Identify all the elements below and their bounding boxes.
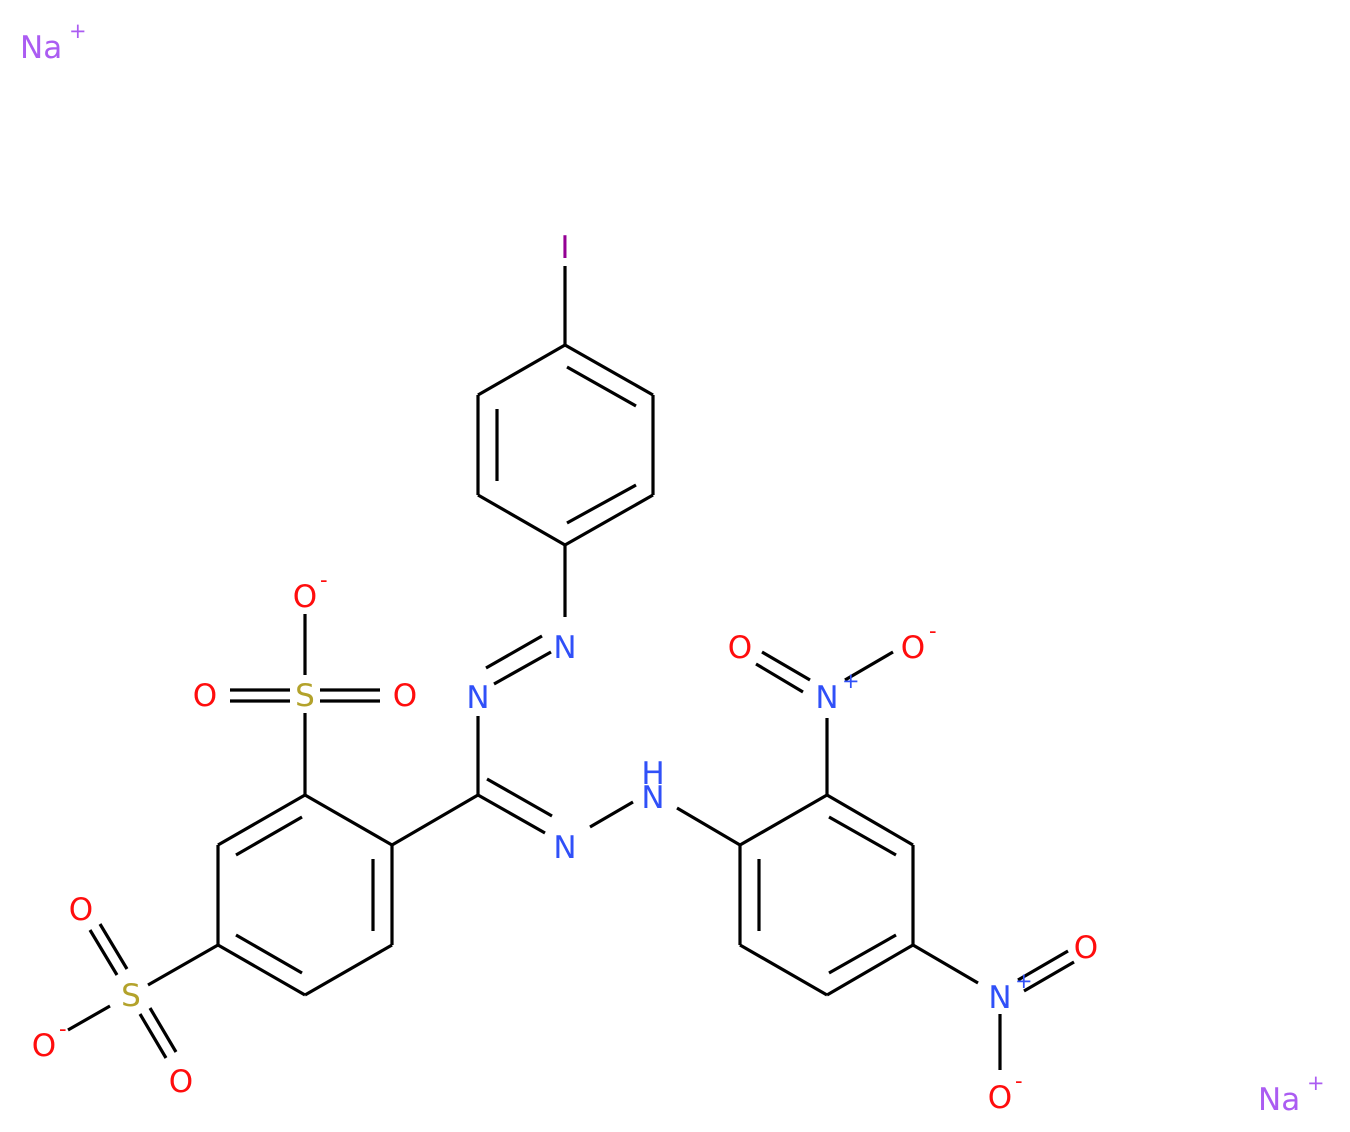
iodine-atom-label: I [560, 230, 569, 266]
bond-ring1-c-inner [566, 483, 637, 525]
oxygen-atom-label: O [193, 678, 217, 714]
bond-ring1-c [564, 493, 654, 547]
bond-ring3-nitro2 [912, 943, 979, 985]
atom-labels: Na + Na + I N N N N H S O - O O S O O - … [20, 19, 1325, 1118]
sodium-ion-charge: + [1307, 1071, 1325, 1095]
oxygen-atom-label: O [293, 579, 317, 615]
oxygen-charge: - [929, 619, 937, 643]
bond-ring2-b-inner [235, 815, 303, 857]
bond-ring1-a [564, 343, 654, 397]
bond-s2-o-top-b [98, 923, 129, 970]
bond-nitro2-o-right-b [1023, 960, 1075, 993]
bond-c-ring2 [391, 793, 479, 847]
nitrogen-atom-label: N [553, 830, 576, 866]
bond-nitro2-o-right-a [1017, 949, 1069, 982]
oxygen-atom-label: O [901, 630, 925, 666]
oxygen-atom-label: O [728, 630, 752, 666]
bond-nitro1-o-left-a [761, 650, 811, 682]
nitrogen-atom-label: N [466, 680, 489, 716]
nitrogen-atom-label: N [553, 630, 576, 666]
sodium-ion-charge: + [69, 19, 87, 43]
bond-s2-o-bottom-a [138, 1013, 168, 1059]
bond-ring2-a [304, 793, 393, 847]
bond-ring1-a-inner [566, 365, 637, 408]
oxygen-charge: - [320, 568, 328, 592]
oxygen-atom-label: O [988, 1080, 1012, 1116]
oxygen-atom-label: O [393, 678, 417, 714]
sodium-ion-label: Na [20, 30, 62, 66]
oxygen-atom-label: O [32, 1028, 56, 1064]
bond-c-n-double-a [477, 793, 546, 835]
bond-ring3-e [739, 943, 828, 997]
bond-azo-double-a [493, 650, 552, 686]
bond-ring2-e [304, 943, 393, 997]
sulfur-atom-label: S [121, 978, 141, 1014]
bond-s2-o-bottom-b [148, 1007, 178, 1053]
bond-ring2-d-inner [235, 933, 303, 975]
nitrogen-charge: + [842, 669, 860, 693]
oxygen-atom-label: O [1074, 930, 1098, 966]
nitrogen-atom-label: N [988, 980, 1011, 1016]
bond-nitro1-o-minus [844, 650, 894, 682]
bond-ring3-b-inner [828, 815, 897, 857]
sulfur-atom-label: S [295, 678, 315, 714]
nitrogen-atom-label: N [815, 680, 838, 716]
bond-ring3-b [826, 793, 914, 847]
bond-ring3-d [826, 943, 914, 997]
oxygen-charge: - [1015, 1069, 1023, 1093]
nitrogen-atom-label: N [641, 780, 664, 816]
bond-s2-o-top-a [88, 929, 119, 976]
bond-azo-double-b [485, 634, 543, 670]
bonds [67, 266, 1075, 1070]
oxygen-atom-label: O [169, 1064, 193, 1100]
hydrogen-atom-label: H [641, 756, 664, 792]
bond-nh-c [676, 806, 741, 847]
bond-n-nh [589, 800, 634, 829]
bond-ring3-a [739, 793, 828, 847]
bond-ring3-d-inner [828, 933, 897, 975]
bond-ring2-s2 [147, 943, 219, 987]
bond-c-n-double-b [486, 777, 553, 818]
bond-ring2-b [217, 793, 306, 847]
sodium-ion-label: Na [1258, 1082, 1300, 1118]
bond-ring1-d [477, 493, 566, 547]
nitrogen-charge: + [1015, 969, 1033, 993]
bond-s2-o-minus [67, 1004, 111, 1032]
bond-nitro1-o-left-b [755, 662, 804, 694]
bond-ring2-d [217, 943, 306, 997]
oxygen-atom-label: O [69, 892, 93, 928]
bond-ring1-f [477, 343, 566, 397]
oxygen-charge: - [59, 1017, 67, 1041]
